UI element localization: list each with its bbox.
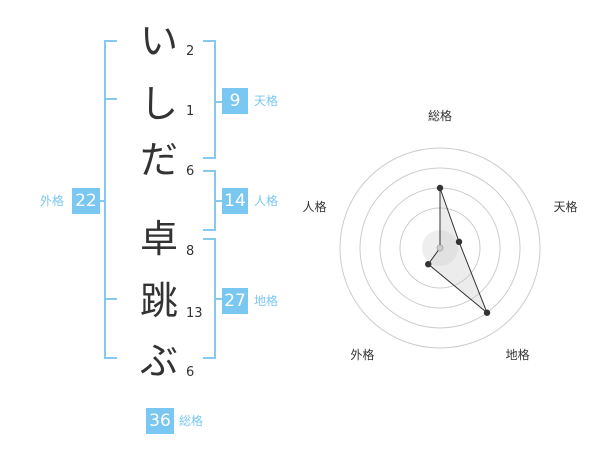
gaikaku-label: 外格: [40, 194, 65, 208]
radar-point-2: [455, 238, 463, 246]
jinkaku-label: 人格: [254, 194, 279, 208]
stroke-count-2: 1: [186, 104, 195, 119]
name-char-2: し: [139, 82, 178, 126]
jinkaku-value-badge: 14: [222, 188, 248, 214]
chikaku-connector: [214, 298, 222, 300]
name-char-6: ぶ: [139, 339, 178, 383]
stroke-count-1: 2: [186, 44, 195, 59]
radar-center-dot: [437, 245, 443, 251]
outer-bracket: [104, 40, 117, 359]
radar-ring: [359, 167, 521, 329]
jinkaku-connector: [214, 200, 222, 202]
stroke-count-6: 6: [186, 365, 195, 380]
tenkaku-bracket: [203, 40, 216, 159]
stroke-count-5: 13: [186, 306, 203, 321]
radar-point-4: [425, 260, 432, 268]
radar-ring: [339, 147, 541, 349]
outer-bracket-tick: [104, 98, 117, 100]
name-char-4: 卓: [139, 217, 178, 261]
tenkaku-connector: [214, 101, 222, 103]
name-char-3: だ: [139, 138, 178, 182]
radar-axis-label-4: 外格: [350, 347, 374, 362]
outer-bracket-connector: [98, 200, 106, 202]
radar-polygon: [427, 187, 488, 314]
chikaku-label: 地格: [254, 294, 279, 308]
radar-axis-label-1: 総格: [428, 108, 452, 123]
radar-point-1: [436, 184, 444, 192]
stroke-count-3: 6: [186, 164, 195, 179]
name-char-5: 跳: [139, 279, 178, 323]
tenkaku-label: 天格: [254, 94, 279, 108]
soukaku-label: 総格: [179, 414, 204, 428]
radar-axis-label-3: 地格: [506, 347, 530, 362]
radar-point-3: [483, 309, 491, 316]
stroke-count-4: 8: [186, 244, 195, 259]
radar-axis-label-2: 天格: [554, 199, 578, 214]
name-char-1: い: [139, 19, 178, 63]
chikaku-value-badge: 27: [222, 288, 248, 314]
tenkaku-value-badge: 9: [222, 88, 248, 114]
soukaku-value-badge: 36: [146, 408, 174, 434]
radar-axis-label-5: 人格: [302, 199, 326, 214]
outer-bracket-tick: [104, 298, 117, 300]
gaikaku-value-badge: 22: [72, 188, 100, 214]
